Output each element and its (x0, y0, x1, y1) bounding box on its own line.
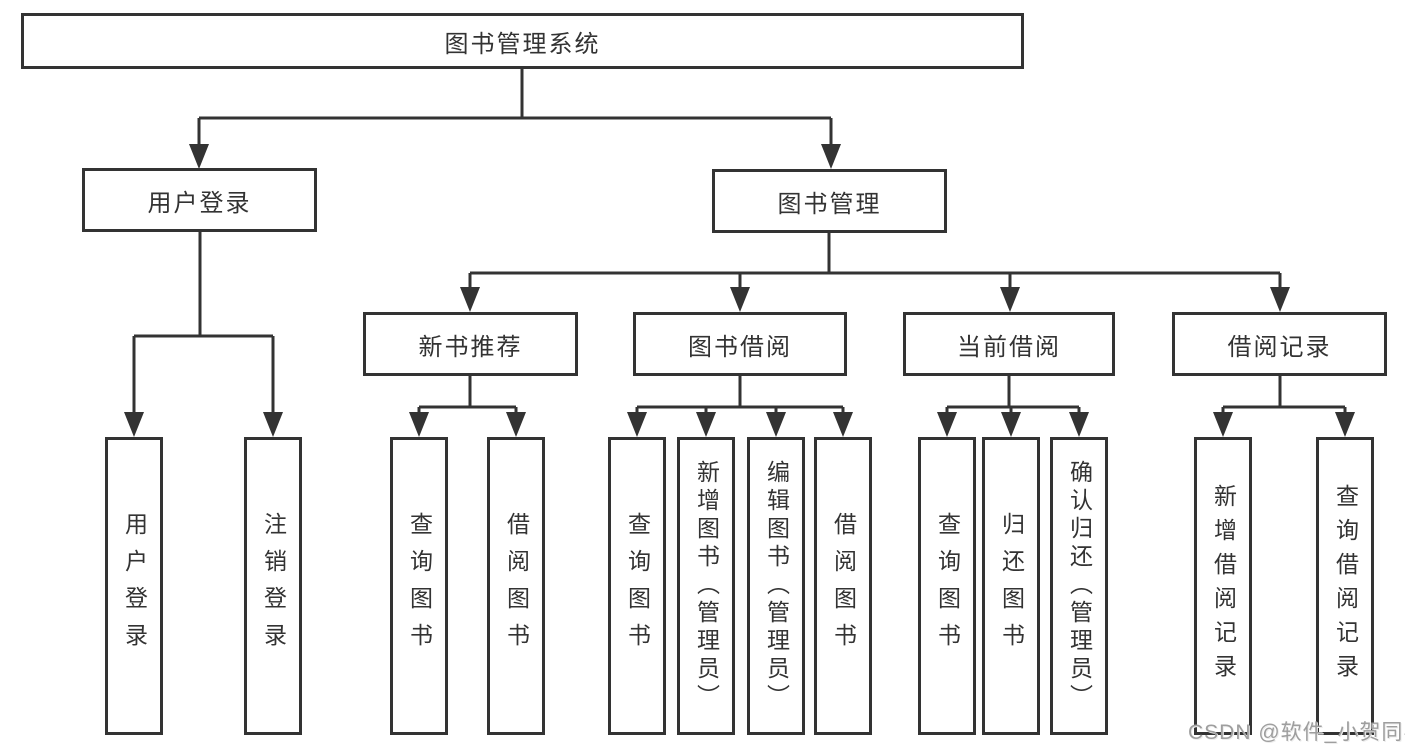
leaf-label: 归还图书 (998, 512, 1025, 660)
leaf-logout: 注销登录 (244, 437, 302, 735)
branch-borrowing-records (1213, 375, 1355, 437)
leaf-label: 借阅图书 (830, 512, 857, 660)
node-library-management-system: 图书管理系统 (21, 13, 1024, 69)
leaf-label: 编辑图书（管理员） (763, 460, 790, 712)
node-book-borrowing: 图书借阅 (633, 312, 847, 376)
leaf-return-books: 归还图书 (982, 437, 1040, 735)
branch-book-management (460, 233, 1290, 312)
node-book-management: 图书管理 (712, 169, 947, 233)
leaf-edit-books-admin: 编辑图书（管理员） (747, 437, 805, 735)
node-new-book-recommendation: 新书推荐 (363, 312, 578, 376)
node-label: 图书管理系统 (444, 30, 601, 58)
node-user-login: 用户登录 (82, 168, 317, 232)
leaf-label: 借阅图书 (503, 512, 530, 660)
node-label: 借阅记录 (1227, 333, 1332, 361)
leaf-add-borrow-record: 新增借阅记录 (1194, 437, 1252, 735)
leaf-query-borrow-record: 查询借阅记录 (1316, 437, 1374, 735)
node-label: 图书借阅 (688, 333, 792, 361)
node-label: 新书推荐 (418, 333, 523, 361)
leaf-label: 查询图书 (406, 512, 433, 660)
leaf-label: 确认归还（管理员） (1066, 460, 1093, 712)
node-borrowing-records: 借阅记录 (1172, 312, 1387, 376)
leaf-borrow-books-recommend: 借阅图书 (487, 437, 545, 735)
branch-root (189, 69, 841, 169)
branch-user-login (124, 232, 283, 437)
branch-book-borrowing (627, 376, 853, 437)
leaf-user-login: 用户登录 (105, 437, 163, 735)
node-label: 用户登录 (147, 189, 252, 217)
branch-new-book-recommendation (409, 376, 526, 437)
leaf-query-books-current: 查询图书 (918, 437, 976, 735)
node-current-borrowing: 当前借阅 (903, 312, 1115, 376)
leaf-add-books-admin: 新增图书（管理员） (677, 437, 735, 735)
leaf-label: 查询图书 (934, 512, 961, 660)
node-label: 当前借阅 (957, 333, 1061, 361)
node-label: 图书管理 (777, 190, 882, 218)
csdn-watermark: CSDN @软件_小贺同学 (1188, 721, 1405, 744)
leaf-query-books-recommend: 查询图书 (390, 437, 448, 735)
leaf-confirm-return-admin: 确认归还（管理员） (1050, 437, 1108, 735)
leaf-label: 新增图书（管理员） (693, 460, 720, 712)
leaf-label: 新增借阅记录 (1210, 484, 1237, 688)
leaf-query-books-borrowing: 查询图书 (608, 437, 666, 735)
leaf-borrow-books: 借阅图书 (814, 437, 872, 735)
leaf-label: 查询借阅记录 (1332, 484, 1359, 688)
branch-current-borrowing (937, 375, 1089, 437)
leaf-label: 查询图书 (624, 512, 651, 660)
leaf-label: 注销登录 (260, 512, 287, 660)
leaf-label: 用户登录 (121, 512, 148, 660)
